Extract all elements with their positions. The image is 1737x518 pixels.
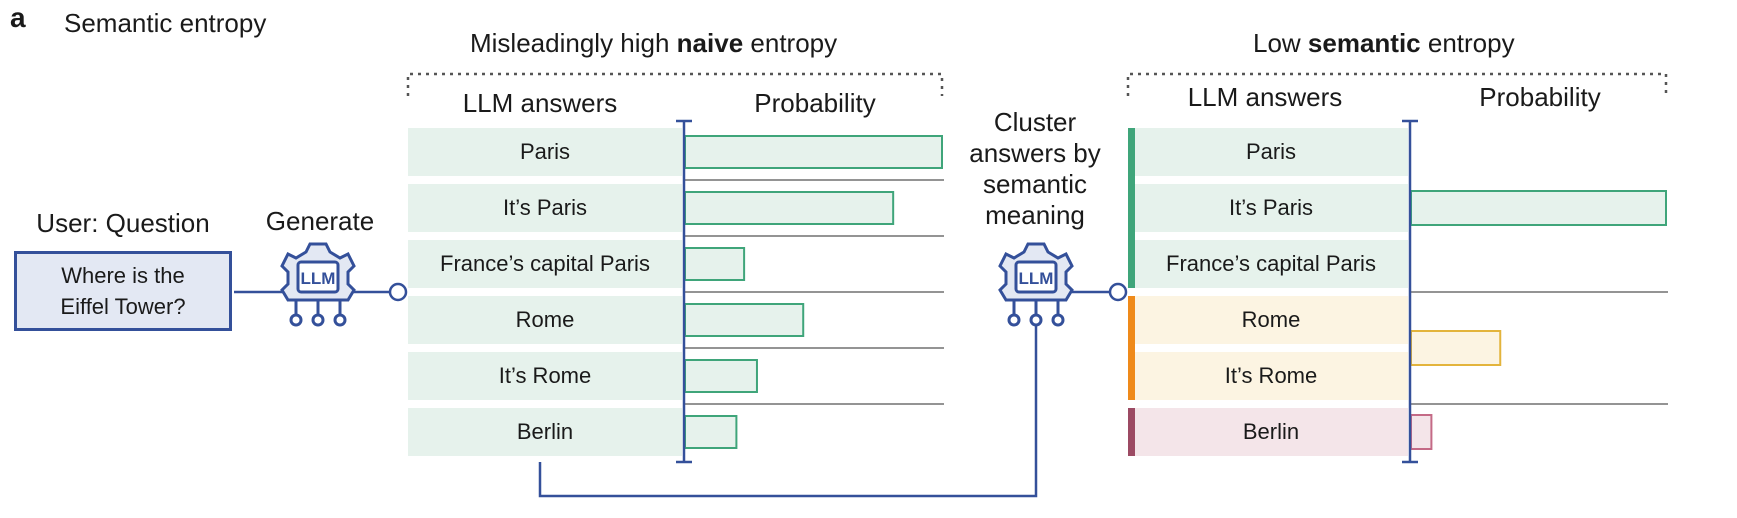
naive-probability-bar (684, 415, 738, 449)
semantic-answer-cell: Rome (1134, 296, 1408, 344)
connector-node (388, 282, 408, 302)
semantic-answer-cell: Paris (1134, 128, 1408, 176)
naive-answer-cell: It’s Paris (408, 184, 682, 232)
naive-dotted-bracket (406, 72, 944, 96)
semantic-heading-post: entropy (1420, 28, 1515, 58)
naive-heading-bold: naive (676, 28, 744, 58)
naive-entropy-heading: Misleadingly high naive entropy (470, 28, 837, 59)
user-question-label: User: Question (36, 208, 210, 238)
naive-heading-post: entropy (743, 28, 838, 58)
naive-answer-cell: Rome (408, 296, 682, 344)
semantic-answer-cell: It’s Paris (1134, 184, 1408, 232)
naive-answer-cell: Berlin (408, 408, 682, 456)
cluster-line-4: meaning (985, 200, 1085, 230)
naive-answer-cell: Paris (408, 128, 682, 176)
semantic-probability-bar (1410, 330, 1502, 366)
cluster-strip-orange (1128, 296, 1135, 400)
cluster-strip-maroon (1128, 408, 1135, 456)
question-box: Where is the Eiffel Tower? (14, 251, 232, 331)
naive-row-separators (684, 179, 944, 405)
semantic-probability-bars (1410, 190, 1667, 450)
generate-label: Generate (265, 206, 375, 236)
llm-icon-text: LLM (1019, 269, 1054, 288)
semantic-answer-cell: It’s Rome (1134, 352, 1408, 400)
cluster-line-2: answers by (969, 138, 1101, 168)
semantic-row-separators (1410, 291, 1668, 405)
naive-probability-bar (684, 191, 895, 225)
semantic-dotted-bracket (1126, 72, 1668, 96)
connector-lines (234, 290, 1110, 498)
semantic-heading-bold: semantic (1307, 28, 1421, 58)
semantic-answer-cell: Berlin (1134, 408, 1408, 456)
semantic-probability-bar (1410, 414, 1433, 450)
naive-answer-cell: It’s Rome (408, 352, 682, 400)
cluster-label: Cluster answers by semantic meaning (960, 107, 1110, 231)
semantic-col-answers: LLM answers (1187, 82, 1343, 112)
cluster-strip-green (1128, 128, 1135, 288)
panel-title: Semantic entropy (64, 8, 267, 38)
naive-col-probability: Probability (754, 88, 876, 118)
naive-heading-pre: Misleadingly high (470, 28, 677, 58)
semantic-entropy-heading: Low semantic entropy (1253, 28, 1515, 59)
naive-probability-bars (684, 135, 943, 449)
semantic-probability-bar (1410, 190, 1667, 226)
llm-icon-text: LLM (301, 269, 336, 288)
naive-col-answers: LLM answers (462, 88, 618, 118)
naive-axis (676, 119, 692, 464)
naive-probability-bar (684, 359, 758, 393)
cluster-line-3: semantic (982, 169, 1088, 199)
llm-chip-gear-icon: LLM (280, 242, 356, 327)
semantic-axis (1402, 119, 1418, 464)
semantic-heading-pre: Low (1253, 28, 1308, 58)
naive-probability-bar (684, 247, 746, 281)
cluster-line-1: Cluster (993, 107, 1077, 137)
semantic-col-probability: Probability (1479, 82, 1601, 112)
naive-probability-bar (684, 135, 943, 169)
question-line-2: Eiffel Tower? (60, 294, 186, 319)
llm-chip-gear-icon: LLM (998, 242, 1074, 327)
panel-letter: a (10, 2, 26, 33)
semantic-answer-cell: France’s capital Paris (1134, 240, 1408, 288)
naive-probability-bar (684, 303, 805, 337)
connector-node (1108, 282, 1128, 302)
naive-answer-cell: France’s capital Paris (408, 240, 682, 288)
question-line-1: Where is the (61, 263, 185, 288)
